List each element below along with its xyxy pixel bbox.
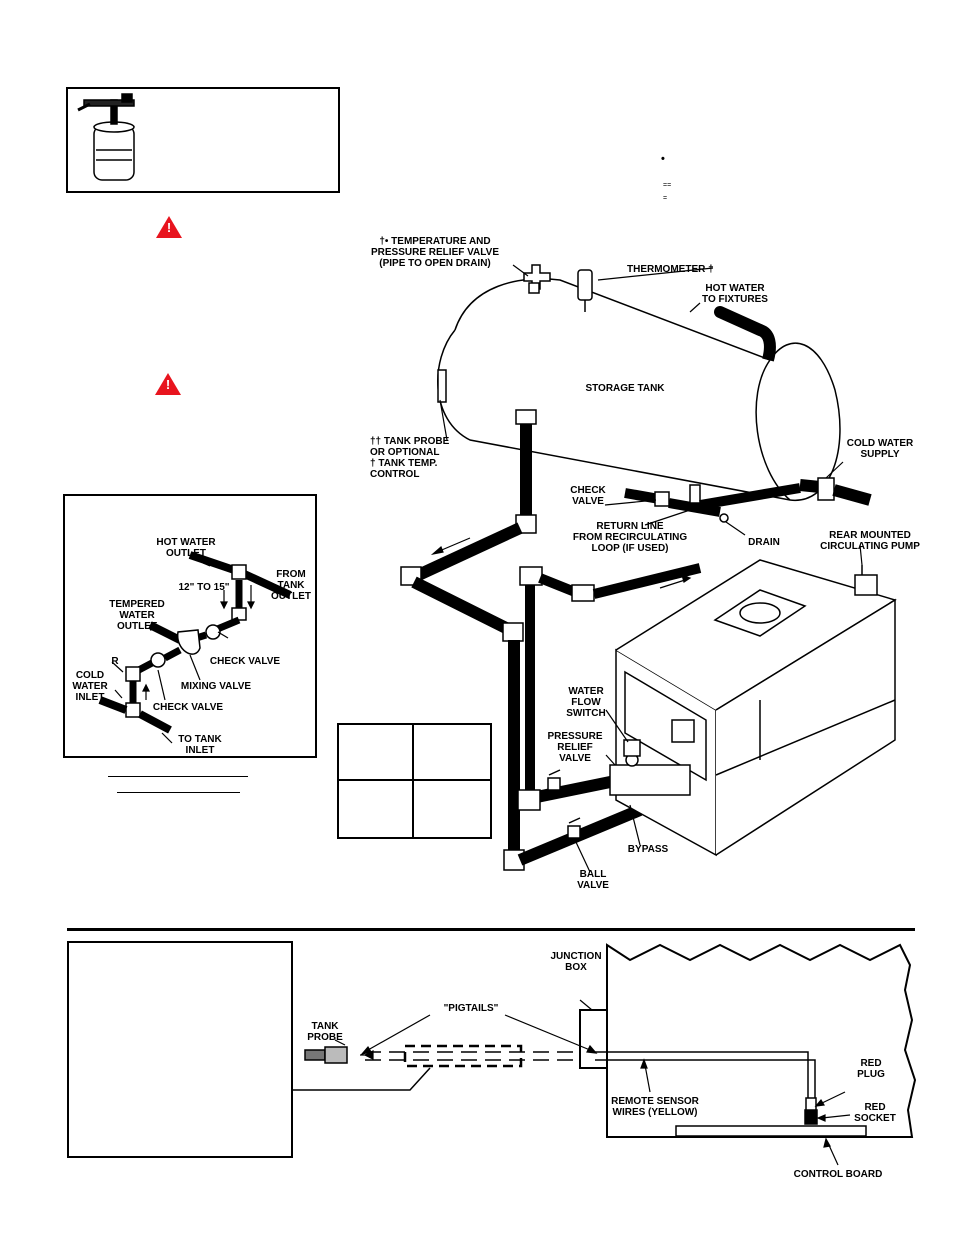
drain-label: DRAIN <box>748 537 780 548</box>
mixing-valve-label: MIXING VALVE <box>180 681 252 692</box>
pigtails-label: "PIGTAILS" <box>443 1003 499 1014</box>
warning-triangle-icon: ! <box>155 373 181 395</box>
cold-inlet-label: COLD WATER INLET <box>72 670 108 703</box>
control-board-label: CONTROL BOARD <box>793 1169 883 1180</box>
pressure-relief-valve-label: PRESSURE RELIEF VALVE <box>547 731 603 764</box>
tank-probe-option-label: †† TANK PROBE OR OPTIONAL † TANK TEMP. C… <box>370 436 450 480</box>
double-equals-mark: == <box>663 182 672 189</box>
red-plug-label: RED PLUG <box>857 1058 885 1080</box>
hot-water-fixtures-label: HOT WATER TO FIXTURES <box>702 283 768 305</box>
warning-triangle-icon: ! <box>156 216 182 238</box>
hot-water-outlet-label: HOT WATER OUTLET <box>156 537 216 559</box>
from-tank-outlet-label: FROM TANK OUTLET <box>271 569 311 602</box>
tank-probe-label: TANK PROBE <box>307 1021 343 1043</box>
cold-water-supply-label: COLD WATER SUPPLY <box>846 438 914 460</box>
bypass-label: BYPASS <box>627 844 669 855</box>
caption-underline <box>108 776 248 777</box>
junction-box-label: JUNCTION BOX <box>550 951 602 973</box>
thermometer-label: THERMOMETER † <box>627 264 714 275</box>
storage-tank-label: STORAGE TANK <box>585 383 665 394</box>
remote-sensor-label: REMOTE SENSOR WIRES (YELLOW) <box>611 1096 699 1118</box>
rear-pump-label: REAR MOUNTED CIRCULATING PUMP <box>820 530 920 552</box>
r-mark-label: R <box>111 656 119 667</box>
check-valve-bottom-label: CHECK VALVE <box>152 702 224 713</box>
tempered-outlet-label: TEMPERED WATER OUTLET <box>109 599 165 632</box>
red-socket-label: RED SOCKET <box>854 1102 896 1124</box>
return-line-label: RETURN LINE FROM RECIRCULATING LOOP (IF … <box>572 521 688 554</box>
to-tank-inlet-label: TO TANK INLET <box>178 734 222 756</box>
distance-label: 12" TO 15" <box>178 582 230 593</box>
single-equals-mark: = <box>663 195 668 202</box>
section-divider <box>67 928 915 931</box>
tp-relief-valve-label: †• TEMPERATURE AND PRESSURE RELIEF VALVE… <box>371 236 499 269</box>
ball-valve-label: BALL VALVE <box>577 869 609 891</box>
wiring-notes-box <box>67 941 293 1158</box>
bullet-mark: • <box>661 153 665 165</box>
water-flow-switch-label: WATER FLOW SWITCH <box>566 686 606 719</box>
check-valve-top-label: CHECK VALVE <box>209 656 281 667</box>
check-valve-label: CHECK VALVE <box>570 485 606 507</box>
caption-underline <box>117 792 240 793</box>
mixing-valve-figure-box <box>63 494 317 758</box>
